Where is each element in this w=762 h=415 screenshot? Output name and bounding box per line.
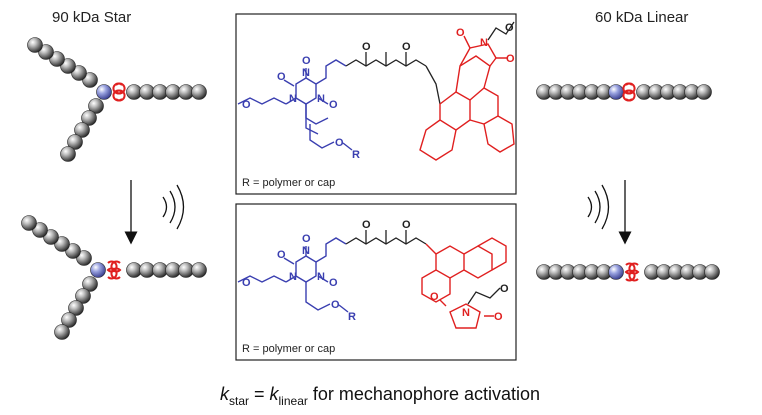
core-bead [608,264,624,280]
nitrogen-atom: N [289,271,297,283]
star-title: 90 kDa Star [52,9,131,26]
polymer-bead [54,324,70,340]
oxygen-atom: O [302,233,311,245]
intact-structure-box [235,13,517,195]
polymer-bead [191,84,207,100]
polymer-bead [191,262,207,278]
polymer-bead [75,288,91,304]
linear-polymer-intact [536,82,712,102]
oxygen-atom: O [277,71,286,83]
nitrogen-atom: N [317,93,325,105]
polymer-bead [88,98,104,114]
mechanophore-icon [110,260,122,280]
polymer-bead [81,110,97,126]
ultrasound-icon [162,184,185,230]
oxygen-atom: O [402,219,411,231]
cleaved-structure-box [235,203,517,361]
polymer-bead [60,58,76,74]
caption-sub-star: star [229,394,249,408]
polymer-bead [76,250,92,266]
polymer-bead [60,146,76,162]
core-bead [608,84,624,100]
oxygen-atom: O [505,22,514,34]
polymer-bead [49,51,65,67]
star-polymer-cleaved [21,215,207,340]
caption-rest: for mechanophore activation [308,384,540,404]
mechanophore-icon [628,262,640,282]
oxygen-atom: O [494,311,503,323]
oxygen-atom: O [500,283,509,295]
nitrogen-atom: N [317,271,325,283]
caption-equals: = [249,384,270,404]
maleimide [439,299,494,329]
polymer-bead [82,72,98,88]
caption-sub-linear: linear [279,394,308,408]
oxygen-atom: O [277,249,286,261]
polymer-bead [21,215,37,231]
nitrogen-atom: N [302,67,310,79]
r-definition: R = polymer or cap [242,177,335,189]
nitrogen-atom: N [302,245,310,257]
oxygen-atom: O [362,41,371,53]
oxygen-atom: O [335,137,344,149]
r-group: R [348,311,356,323]
oxygen-atom: O [242,277,251,289]
linear-polymer-cleaved [536,262,720,282]
r-definition: R = polymer or cap [242,343,335,355]
nitrogen-atom: N [480,37,488,49]
oxygen-atom: O [242,99,251,111]
polymer-bead [65,243,81,259]
caption-k: k [270,384,280,404]
star-polymer-intact [27,37,207,162]
linear-title: 60 kDa Linear [595,9,688,26]
core-bead [90,262,106,278]
polymer-bead [54,236,70,252]
intact-mechanophore-structure: O N N N O O O O R O O [237,21,515,189]
cleaved-mechanophore-structure: O N N N O O O O R O O N O O O [237,219,509,355]
core-bead [96,84,112,100]
oxygen-atom: O [302,55,311,67]
polymer-bead [82,276,98,292]
caption-k: k [220,384,230,404]
polymer-bead [68,300,84,316]
polymer-bead [696,84,712,100]
polymer-bead [74,122,90,138]
mechanophore-icon [112,82,124,102]
polymer-bead [704,264,720,280]
oxygen-atom: O [329,277,338,289]
oxygen-atom: O [329,99,338,111]
oxygen-atom: O [362,219,371,231]
polymer-bead [61,312,77,328]
polymer-bead [71,65,87,81]
polymer-bead [43,229,59,245]
anthracene [421,237,507,303]
polymer-bead [27,37,43,53]
oxygen-atom: O [402,41,411,53]
oxygen-atom: O [331,299,340,311]
ultrasound-icon [587,184,610,230]
nitrogen-atom: N [289,93,297,105]
r-group: R [352,149,360,161]
polymer-bead [67,134,83,150]
oxygen-atom: O [430,291,439,303]
oxygen-atom: O [506,53,515,65]
oxygen-atom: O [456,27,465,39]
caption: kstar = klinear for mechanophore activat… [220,384,540,408]
polymer-bead [32,222,48,238]
polymer-bead [38,44,54,60]
mechanophore-icon [622,82,634,102]
nitrogen-atom: N [462,307,470,319]
